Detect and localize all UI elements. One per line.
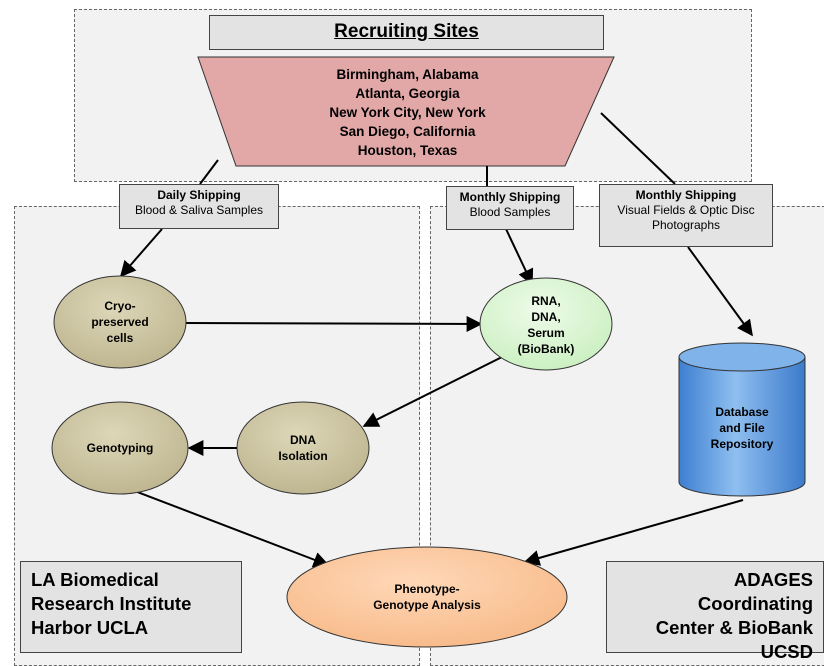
sites-list: Birmingham, Alabama Atlanta, Georgia New…: [260, 65, 555, 160]
rna-label: RNA, DNA, Serum (BioBank): [486, 290, 606, 360]
rna-line: (BioBank): [517, 342, 575, 356]
arrow-rna-to-dna-isolation: [362, 356, 503, 427]
la-biomed-line: Harbor UCLA: [31, 617, 149, 638]
daily-shipping-box: Daily Shipping Blood & Saliva Samples: [119, 184, 279, 229]
genotyping-node: [51, 401, 189, 495]
dna-isolation-line: DNA: [290, 433, 316, 447]
recruiting-sites-title-text: Recruiting Sites: [334, 21, 479, 42]
dna-isolation-node: [236, 401, 370, 495]
rna-line: RNA,: [531, 294, 561, 308]
monthly-blood-shipping-box: Monthly Shipping Blood Samples: [446, 186, 574, 230]
rna-line: DNA,: [531, 310, 561, 324]
database-line: Database: [715, 405, 769, 419]
connector-trapezoid-daily: [199, 159, 219, 185]
monthly-blood-shipping-title: Monthly Shipping: [459, 190, 561, 204]
recruiting-sites-trapezoid: [197, 56, 615, 167]
daily-shipping-detail: Blood & Saliva Samples: [134, 203, 264, 217]
monthly-visual-shipping-title: Monthly Shipping: [635, 188, 737, 202]
site-item: New York City, New York: [329, 105, 486, 120]
rna-node: [479, 277, 613, 371]
site-item: Atlanta, Georgia: [355, 86, 460, 101]
monthly-visual-shipping-box: Monthly Shipping Visual Fields & Optic D…: [599, 184, 773, 247]
cryo-node: [53, 275, 187, 369]
monthly-visual-shipping-detail-1: Visual Fields & Optic Disc: [617, 203, 755, 217]
ucsd-line: ADAGES Coordinating: [697, 569, 813, 614]
connector-trapezoid-monthly-visual: [600, 112, 676, 185]
rna-line: Serum: [527, 326, 565, 340]
cryo-label: Cryo- preserved cells: [60, 292, 180, 352]
la-biomed-line: LA Biomedical: [31, 569, 159, 590]
phenotype-line: Phenotype-: [394, 582, 460, 596]
ucsd-line: Center & BioBank: [655, 617, 813, 638]
ucsd-institution-box: ADAGES Coordinating Center & BioBank UCS…: [606, 561, 824, 662]
phenotype-node: [286, 546, 568, 648]
site-item: San Diego, California: [339, 124, 476, 139]
site-item: Birmingham, Alabama: [336, 67, 479, 82]
cryo-line: preserved: [91, 315, 149, 329]
genotyping-text: Genotyping: [86, 441, 154, 455]
genotyping-label: Genotyping: [60, 438, 180, 458]
recruiting-sites-title: Recruiting Sites: [209, 15, 604, 50]
daily-shipping-title: Daily Shipping: [157, 188, 241, 202]
monthly-visual-shipping-detail-2: Photographs: [651, 218, 721, 232]
phenotype-label: Phenotype- Genotype Analysis: [337, 577, 517, 617]
dna-isolation-line: Isolation: [278, 449, 328, 463]
arrow-monthly-to-rna: [505, 228, 534, 286]
cryo-line: Cryo-: [104, 299, 136, 313]
arrow-daily-to-cryo: [119, 228, 163, 278]
arrow-database-to-phenotype: [523, 499, 744, 566]
la-biomed-institution-box: LA Biomedical Research Institute Harbor …: [20, 561, 242, 653]
database-line: Repository: [710, 437, 774, 451]
arrow-cryo-to-rna: [184, 315, 483, 332]
database-line: and File: [719, 421, 765, 435]
monthly-blood-shipping-detail: Blood Samples: [469, 205, 551, 219]
database-label: Database and File Repository: [682, 398, 802, 458]
arrow-genotyping-to-phenotype: [126, 487, 330, 568]
cryo-line: cells: [106, 331, 134, 345]
dna-isolation-label: DNA Isolation: [243, 428, 363, 468]
arrow-visual-to-database: [687, 246, 753, 337]
database-cylinder: [678, 342, 806, 497]
phenotype-line: Genotype Analysis: [373, 598, 481, 612]
ucsd-line: UCSD: [760, 641, 813, 662]
la-biomed-line: Research Institute: [31, 593, 192, 614]
site-item: Houston, Texas: [357, 143, 458, 158]
